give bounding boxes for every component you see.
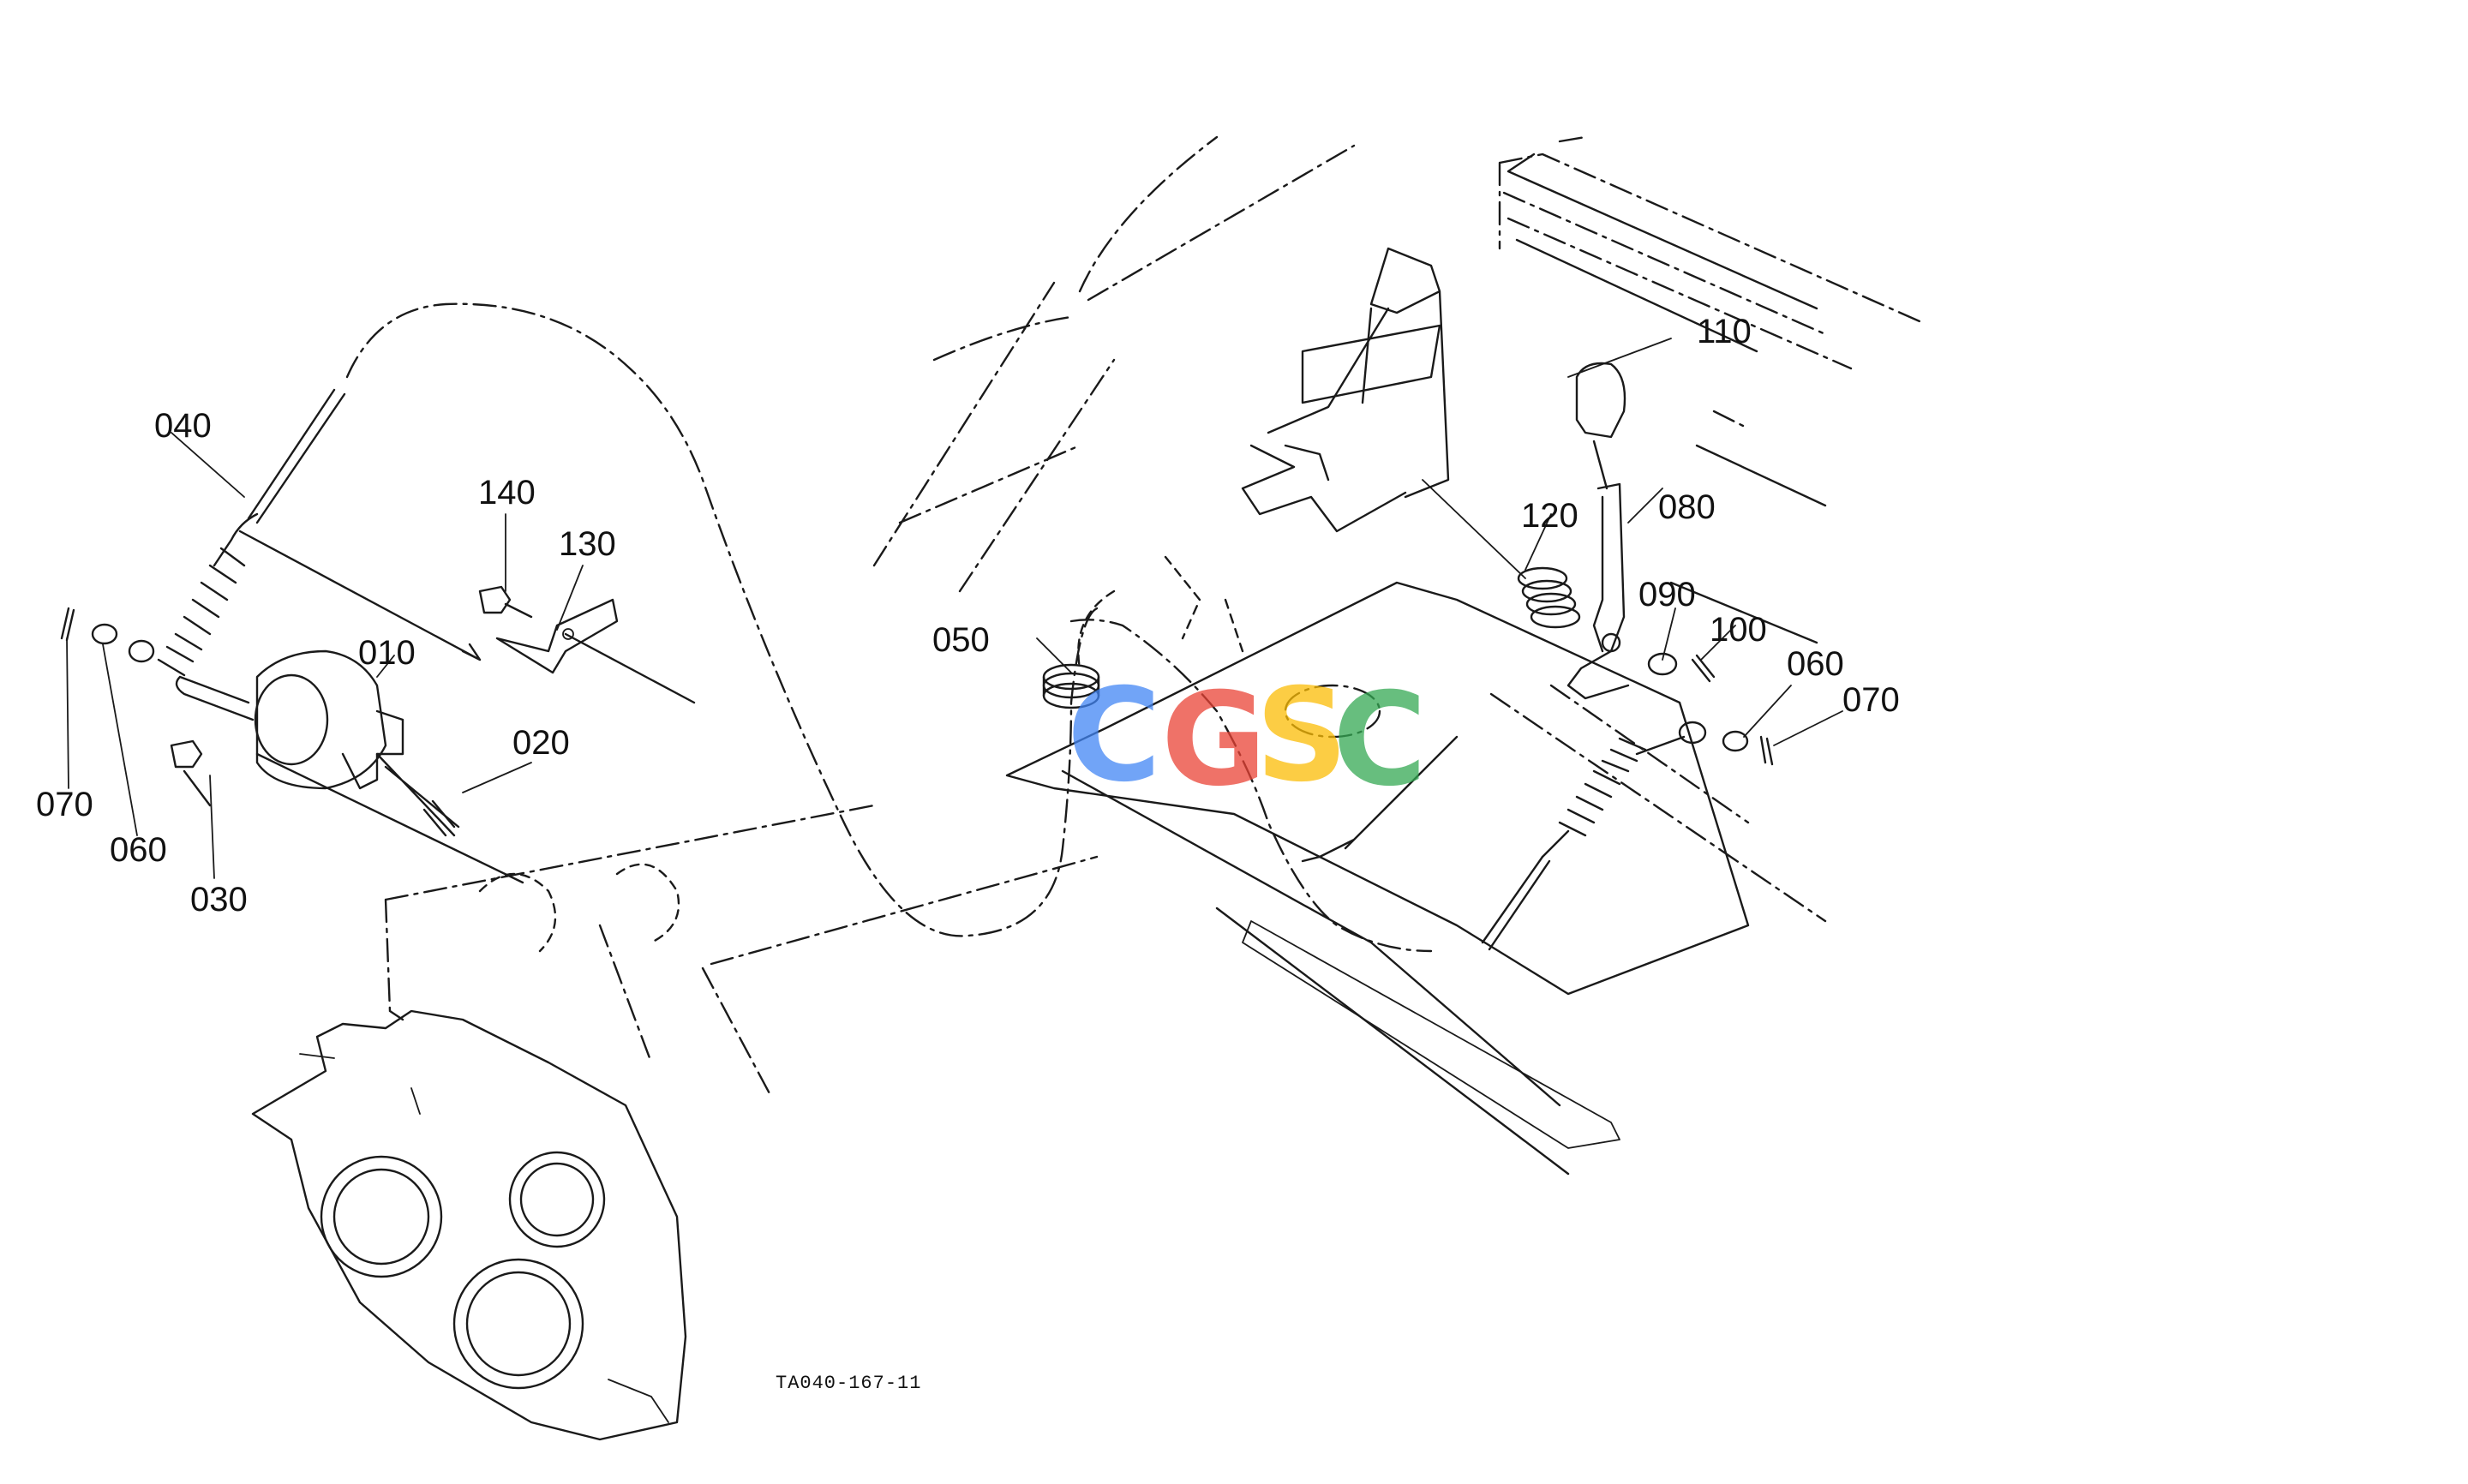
- rod-020: [422, 799, 456, 837]
- pedal-cable: [1301, 735, 1459, 863]
- callout-070-left: 070: [36, 786, 93, 823]
- part-callouts: 010 020 030 040 050 060 070 130 140 110 …: [36, 313, 1900, 919]
- watermark: C G S C: [1067, 661, 1427, 815]
- actuator-010: [175, 649, 524, 884]
- callout-020: 020: [512, 724, 570, 762]
- pedal-bracket: [1241, 247, 1450, 533]
- seat-box: [1498, 135, 1921, 430]
- floor-hole: [1284, 684, 1381, 739]
- bolt-030: [170, 739, 212, 807]
- pin-100: [1691, 654, 1716, 683]
- floor-slot: [1242, 920, 1620, 1149]
- drawing-code: TA040-167-11: [776, 1373, 921, 1394]
- callout-060-right: 060: [1787, 645, 1844, 683]
- seat-frame-solid: [1507, 153, 1827, 644]
- spring-120: [1422, 479, 1581, 629]
- gearbox-housing: [251, 1009, 687, 1441]
- cable-040: [128, 388, 482, 677]
- washer-060-right: [1722, 730, 1749, 752]
- callout-090: 090: [1638, 576, 1696, 613]
- callout-110: 110: [1697, 313, 1752, 350]
- knob-110: [1575, 362, 1626, 439]
- pedal-arm: [1284, 324, 1441, 482]
- bracket-130: [495, 598, 696, 704]
- frame-right-lower: [1489, 684, 1827, 923]
- cable-route-right: [1069, 619, 1433, 953]
- leader-lines-right: [1036, 338, 1843, 746]
- watermark-letter-3: S: [1255, 661, 1348, 811]
- floor-plate: [1005, 581, 1750, 1176]
- watermark-letter-1: C: [1067, 661, 1161, 811]
- frame-left-hidden: [478, 863, 680, 953]
- bolt-140: [478, 585, 533, 619]
- washer-090: [1647, 652, 1678, 676]
- callout-100: 100: [1710, 611, 1767, 649]
- left-assembly: [60, 302, 1099, 1441]
- split-pin-070-right: [1759, 735, 1774, 766]
- callout-030: 030: [190, 881, 248, 919]
- leader-lines-left: [66, 432, 584, 879]
- cable-route-left: [345, 302, 1099, 937]
- right-assembly: [872, 135, 1921, 1176]
- lever-080: [1566, 440, 1630, 700]
- callout-050: 050: [932, 621, 990, 659]
- watermark-letter-4: C: [1333, 666, 1427, 815]
- callout-140: 140: [478, 474, 536, 512]
- callout-120: 120: [1521, 497, 1578, 535]
- callout-060-left: 060: [110, 831, 167, 869]
- callout-080: 080: [1658, 488, 1716, 526]
- callout-010: 010: [358, 634, 416, 672]
- callout-070-right: 070: [1842, 681, 1900, 719]
- callout-130: 130: [559, 525, 616, 563]
- grommet-050: [1042, 663, 1100, 709]
- frame-right-upper: [872, 135, 1356, 593]
- frame-left: [384, 804, 1099, 1098]
- cable-boot-right: [1481, 721, 1707, 951]
- callout-040: 040: [154, 407, 212, 445]
- split-pin-070-left: [60, 607, 75, 642]
- washer-060-left: [91, 623, 118, 645]
- watermark-letter-2: G: [1161, 666, 1267, 815]
